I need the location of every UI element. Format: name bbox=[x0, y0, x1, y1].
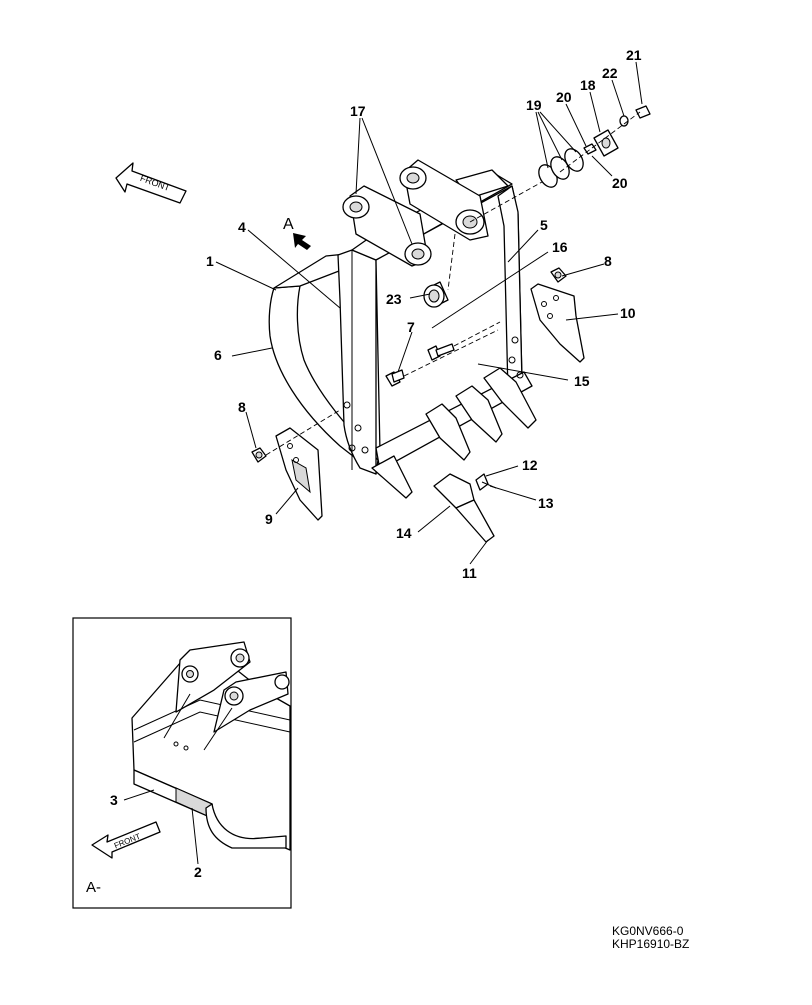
callout-13: 13 bbox=[538, 495, 554, 511]
callout-20-bottom: 20 bbox=[612, 175, 628, 191]
callout-14: 14 bbox=[396, 525, 412, 541]
inset-callout-2: 2 bbox=[194, 864, 202, 880]
callout-6: 6 bbox=[214, 347, 222, 363]
drawing-code-2: KHP16910-BZ bbox=[612, 937, 690, 951]
front-arrow: FRONT bbox=[115, 162, 187, 204]
inset-view-a: FRONT 3 2 A- bbox=[72, 617, 292, 909]
inset-callout-3: 3 bbox=[110, 792, 118, 808]
callout-8-left: 8 bbox=[238, 399, 246, 415]
callout-1: 1 bbox=[206, 253, 214, 269]
leader-lines bbox=[215, 61, 643, 565]
view-a-label: A bbox=[283, 216, 294, 233]
callout-20-top: 20 bbox=[556, 89, 572, 105]
callout-5: 5 bbox=[540, 217, 548, 233]
callout-16: 16 bbox=[552, 239, 568, 255]
callout-12: 12 bbox=[522, 457, 538, 473]
inset-title: A- bbox=[86, 879, 101, 896]
side-cutter-left bbox=[251, 409, 341, 521]
callout-4: 4 bbox=[238, 219, 246, 235]
callout-17: 17 bbox=[350, 103, 366, 119]
callout-22: 22 bbox=[602, 65, 618, 81]
pin-hardware bbox=[538, 105, 651, 188]
callout-15: 15 bbox=[574, 373, 590, 389]
callouts: 1 4 6 17 5 16 23 7 15 8 10 19 20 18 22 2… bbox=[206, 47, 642, 581]
callout-23: 23 bbox=[386, 291, 402, 307]
side-cutter-right bbox=[530, 267, 585, 363]
callout-19: 19 bbox=[526, 97, 542, 113]
view-a-marker: A bbox=[283, 216, 311, 250]
pin-bosses bbox=[342, 159, 561, 291]
callout-8-right: 8 bbox=[604, 253, 612, 269]
bucket-teeth bbox=[371, 367, 537, 499]
bushing-23 bbox=[423, 281, 449, 308]
drawing-code-1: KG0NV666-0 bbox=[612, 924, 684, 938]
callout-9: 9 bbox=[265, 511, 273, 527]
tooth-assembly bbox=[433, 473, 497, 543]
callout-10: 10 bbox=[620, 305, 636, 321]
callout-18: 18 bbox=[580, 77, 596, 93]
callout-7: 7 bbox=[407, 319, 415, 335]
callout-21: 21 bbox=[626, 47, 642, 63]
callout-11: 11 bbox=[462, 565, 477, 581]
